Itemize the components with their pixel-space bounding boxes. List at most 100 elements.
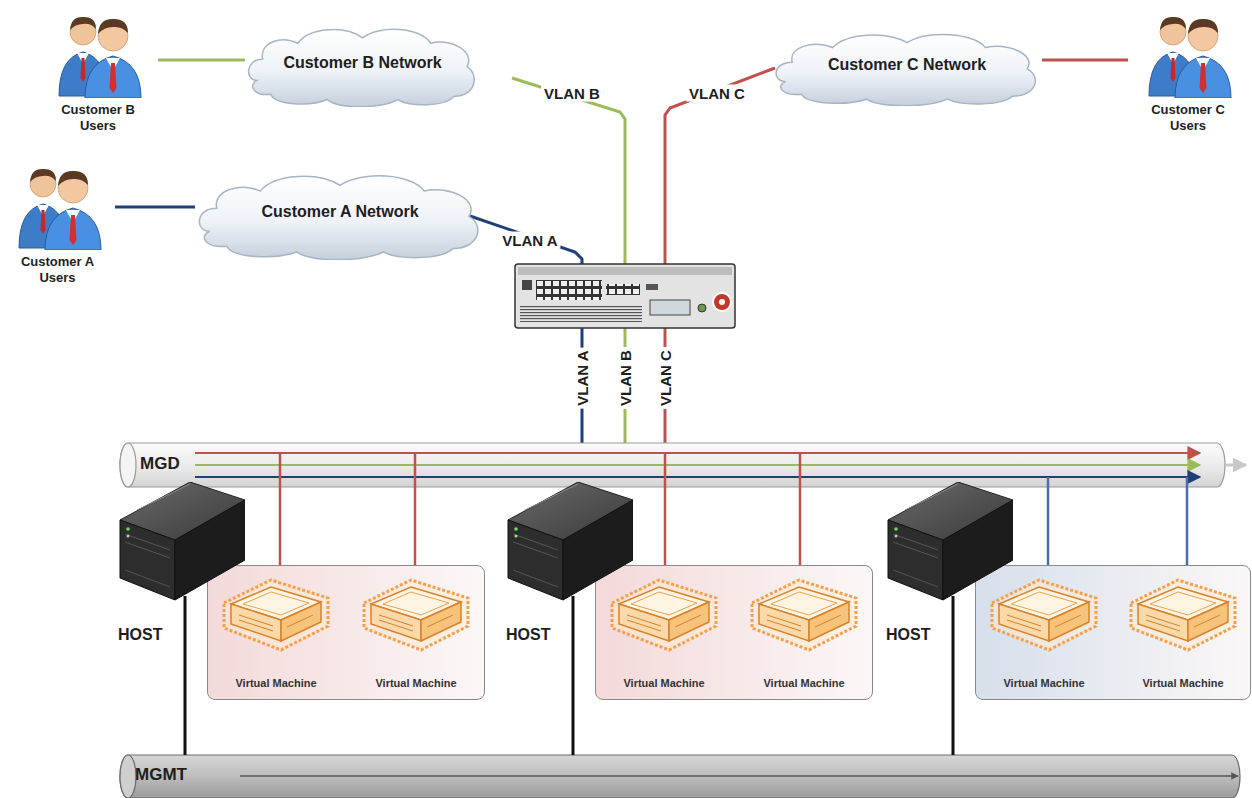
server-icon <box>115 482 245 602</box>
users-icon <box>13 160 103 250</box>
connector-line <box>1042 59 1128 62</box>
vm-icon-shape <box>364 580 468 650</box>
connector-line <box>664 487 667 565</box>
users-icon <box>53 8 143 98</box>
server-icon-shape <box>120 482 245 600</box>
band-label: MGD <box>140 454 180 474</box>
drawing-line <box>195 464 1200 466</box>
vm-icon <box>609 575 719 655</box>
drawing-rect <box>536 280 602 300</box>
drawing-line <box>1047 477 1050 487</box>
drawing-rect <box>650 300 690 315</box>
network-cloud: Customer A Network <box>195 168 485 260</box>
vm-icon-shape <box>1131 580 1235 650</box>
vm-icon <box>1128 575 1238 655</box>
users-label: Customer C Users <box>1142 102 1234 134</box>
server-icon-shape <box>888 482 1013 600</box>
drawing-circle <box>713 293 731 311</box>
network-cloud: Customer C Network <box>772 28 1042 106</box>
connector-line <box>799 487 802 565</box>
drawing-line <box>240 775 1238 777</box>
host-label: HOST <box>118 626 162 644</box>
drawing-rect <box>515 264 735 328</box>
vm-icon <box>989 575 1099 655</box>
drawing-ellipse <box>120 755 136 798</box>
bus-band: MGMT <box>120 755 1240 798</box>
drawing-line <box>572 596 575 700</box>
virtual-machine: Virtual Machine <box>1115 565 1251 700</box>
cloud-outline <box>199 176 478 260</box>
users-icon-shape <box>59 17 141 98</box>
vlan-wires <box>470 68 775 478</box>
drawing-circle <box>698 304 706 312</box>
user-group: Customer B Users <box>38 8 158 156</box>
vlan-label: VLAN B <box>617 347 634 409</box>
vm-icon-shape <box>992 580 1096 650</box>
user-group: Customer A Users <box>0 160 115 308</box>
users-icon <box>1143 8 1233 98</box>
vm-icon-shape <box>612 580 716 650</box>
switch-appliance <box>515 264 735 328</box>
mgmt-band <box>120 755 1240 798</box>
user-group: Customer C Users <box>1128 8 1248 156</box>
users-icon-shape <box>19 169 101 250</box>
virtual-machine: Virtual Machine <box>595 565 733 700</box>
cloud-outline <box>249 29 475 107</box>
connector-line <box>1047 487 1050 565</box>
virtual-machine: Virtual Machine <box>347 565 485 700</box>
drawing-circle <box>719 299 725 305</box>
drawing-rect <box>520 306 642 322</box>
drawing-rect <box>522 280 532 290</box>
virtual-machine: Virtual Machine <box>975 565 1113 700</box>
vlan-label: VLAN A <box>499 232 560 249</box>
vm-label: Virtual Machine <box>1115 677 1251 689</box>
host-label: HOST <box>506 626 550 644</box>
band-label: MGMT <box>135 765 187 785</box>
users-label: Customer A Users <box>12 254 104 286</box>
drawing-rect <box>536 280 602 300</box>
drawing-line <box>184 596 187 700</box>
network-label: Customer C Network <box>828 56 986 74</box>
vlan-label: VLAN B <box>541 85 603 102</box>
vm-label: Virtual Machine <box>595 677 733 689</box>
vm-label: Virtual Machine <box>735 677 873 689</box>
connector-line <box>158 59 245 62</box>
network-label: Customer B Network <box>283 54 441 72</box>
connector-line <box>115 206 195 209</box>
vlan-label: VLAN C <box>657 347 674 409</box>
connector-line <box>952 700 955 755</box>
drawing-line <box>414 453 417 487</box>
users-label: Customer B Users <box>52 102 144 134</box>
virtual-machine: Virtual Machine <box>735 565 873 700</box>
drawing-rect <box>606 284 640 295</box>
drawing-polyline <box>665 68 775 266</box>
vm-label: Virtual Machine <box>207 677 345 689</box>
vm-icon-shape <box>224 580 328 650</box>
host-server: HOST Virtual MachineVirtual Machine <box>878 478 1251 700</box>
cloud-outline <box>776 35 1035 106</box>
vlan-label: VLAN A <box>574 347 591 408</box>
connector-line <box>1186 487 1189 565</box>
drawing-rect <box>646 284 658 290</box>
users-icon-shape <box>1149 17 1231 98</box>
mgd-taps <box>280 453 1187 487</box>
host-label: HOST <box>886 626 930 644</box>
drawing-rect <box>518 267 732 275</box>
drawing-line <box>279 453 282 487</box>
mgd-band <box>120 443 1246 487</box>
server-icon <box>883 482 1013 602</box>
vm-icon <box>749 575 859 655</box>
drawing-line <box>1226 464 1246 467</box>
vm-icon-shape <box>752 580 856 650</box>
drawing-rect <box>606 284 640 295</box>
network-cloud: Customer B Network <box>245 22 480 107</box>
host-server: HOST Virtual MachineVirtual Machine <box>498 478 873 700</box>
network-label: Customer A Network <box>261 203 418 221</box>
drawing-path <box>120 443 1225 487</box>
drawing-line <box>1186 477 1189 487</box>
connector-line <box>414 487 417 565</box>
drawing-ellipse <box>120 443 136 487</box>
drawing-line <box>952 596 955 700</box>
drawing-polyline <box>470 216 582 266</box>
